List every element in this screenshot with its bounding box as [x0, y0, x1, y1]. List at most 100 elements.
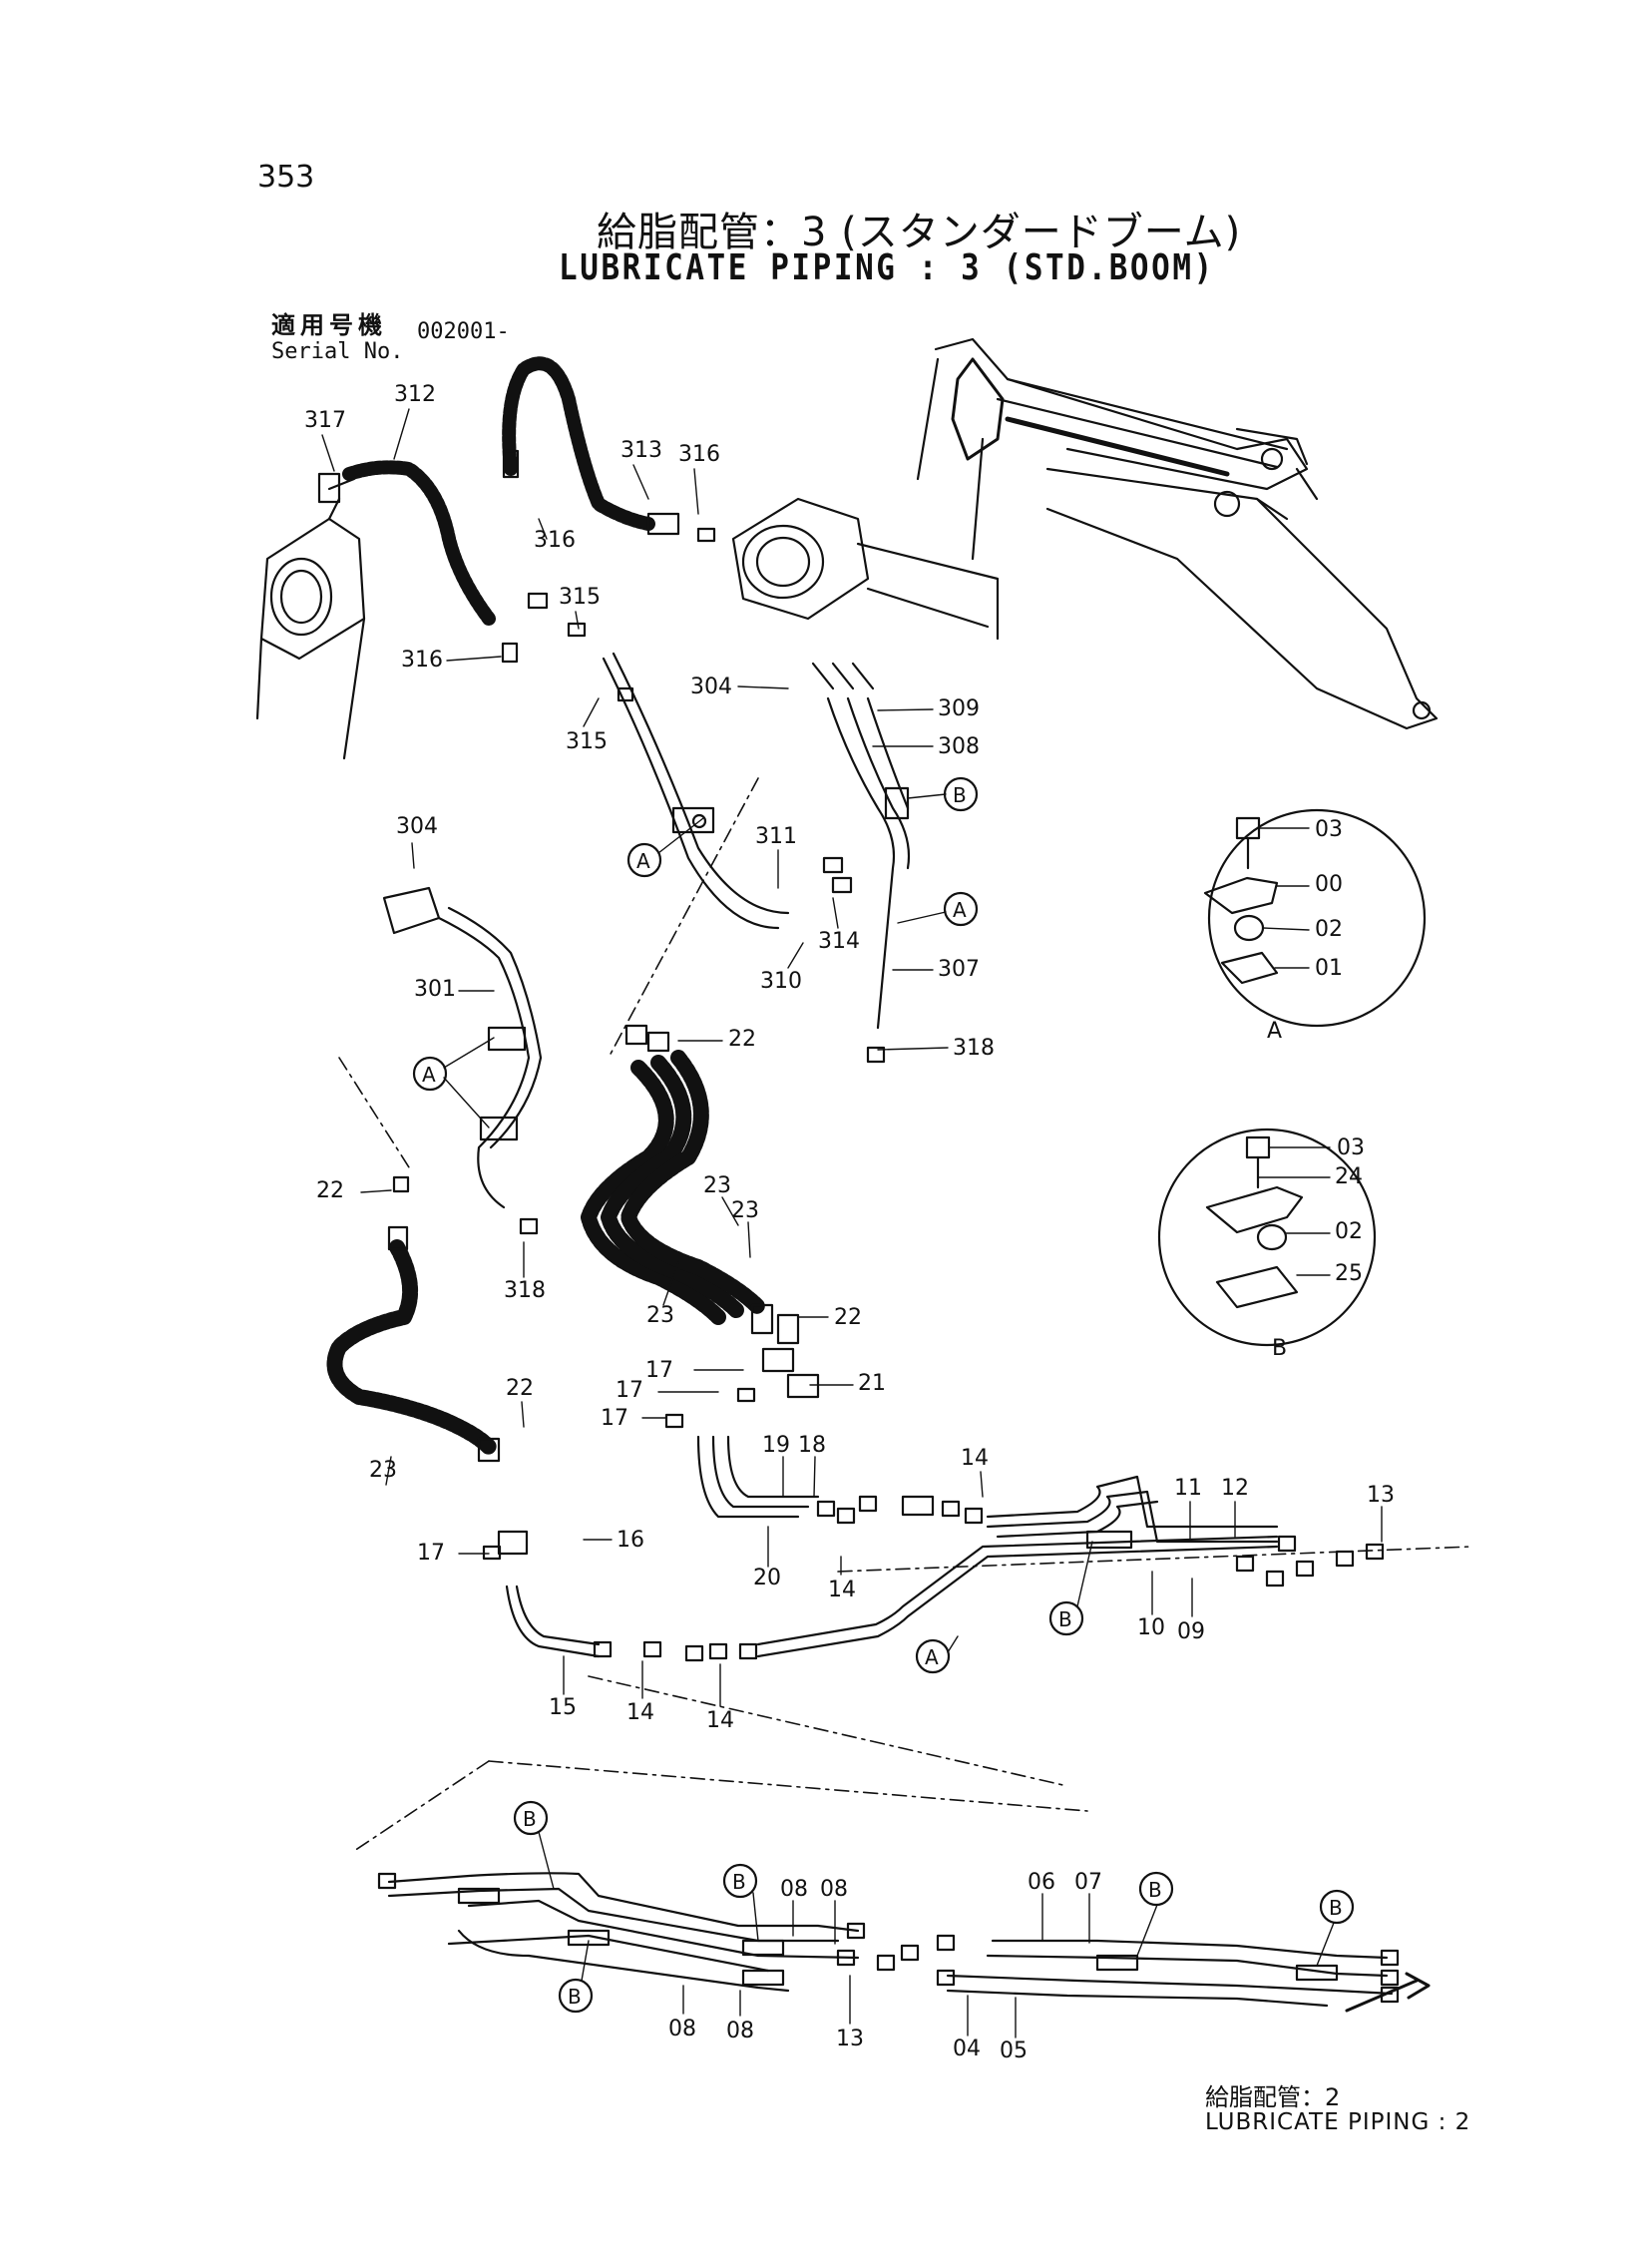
- hose-23-left: [326, 1225, 501, 1463]
- detail-a-label: 03: [1315, 817, 1343, 842]
- part-label: 14: [706, 1708, 734, 1733]
- part-label: 13: [1367, 1483, 1395, 1508]
- part-label: 17: [417, 1541, 445, 1566]
- part-label: 315: [559, 585, 601, 610]
- reference-en: LUBRICATE PIPING : 2: [1205, 2109, 1471, 2135]
- part-label: 23: [731, 1198, 759, 1223]
- dashed-lines: [338, 777, 1472, 1852]
- part-label: 309: [938, 696, 980, 721]
- part-label: 08: [726, 2019, 754, 2043]
- reference-jp: 給脂配管：2: [1205, 2083, 1341, 2111]
- boom-foot-drawing: [255, 497, 366, 760]
- part-label: 316: [534, 528, 576, 553]
- part-label: 17: [616, 1378, 643, 1403]
- part-label: 13: [836, 2027, 864, 2051]
- part-label: 317: [304, 408, 346, 433]
- arm-drawing: [916, 337, 1439, 730]
- part-label: 19: [762, 1433, 790, 1458]
- part-label: 316: [401, 648, 443, 673]
- part-label: 17: [645, 1358, 673, 1383]
- callout-a: A: [626, 842, 662, 878]
- fittings: [377, 527, 1400, 2004]
- part-label: 08: [820, 1877, 848, 1902]
- part-label: 12: [1221, 1476, 1249, 1501]
- part-label: 09: [1177, 1619, 1205, 1644]
- part-label: 05: [1000, 2039, 1028, 2063]
- svg-text:B: B: [568, 1985, 582, 2009]
- callouts: A B A A A B B B B B B: [412, 776, 1355, 2014]
- part-label: 22: [506, 1376, 534, 1401]
- serial-label-en: Serial No.: [271, 339, 404, 364]
- page-title-jp: 給脂配管：3 (スタンダードブーム): [597, 210, 1242, 255]
- part-label: 311: [755, 824, 797, 849]
- serial-label-jp: 適用号機: [271, 311, 387, 339]
- part-label: 14: [961, 1446, 989, 1471]
- part-label: 312: [394, 382, 436, 407]
- part-label: 04: [953, 2037, 981, 2061]
- callout-b: B: [558, 1978, 594, 2014]
- hose-bundle-23: [581, 1050, 766, 1325]
- detail-b-labels: 03 24 02 25 B: [1272, 1135, 1365, 1361]
- callout-b: B: [943, 776, 979, 812]
- page-title-en: LUBRICATE PIPING : 3 (STD.BOOM): [559, 247, 1215, 288]
- part-label: 313: [620, 438, 662, 463]
- callout-b: B: [722, 1863, 758, 1899]
- pipe-15: [505, 1585, 601, 1658]
- svg-text:B: B: [1329, 1896, 1343, 1920]
- callout-b: B: [1138, 1871, 1174, 1907]
- part-label: 318: [504, 1278, 546, 1303]
- part-label: 22: [834, 1305, 862, 1330]
- svg-text:A: A: [953, 898, 967, 922]
- svg-text:B: B: [1148, 1878, 1162, 1902]
- callout-b: B: [1319, 1889, 1355, 1925]
- leader-lines: [321, 408, 1383, 2039]
- part-label: 304: [690, 675, 732, 699]
- part-label: 23: [646, 1303, 674, 1328]
- detail-b-label: 03: [1337, 1135, 1365, 1160]
- detail-a-label: A: [1267, 1019, 1282, 1044]
- svg-text:A: A: [636, 849, 650, 873]
- part-label: 07: [1074, 1870, 1102, 1895]
- part-label: 23: [369, 1458, 397, 1483]
- part-label: 23: [703, 1173, 731, 1198]
- part-label: 304: [396, 814, 438, 839]
- svg-text:A: A: [925, 1645, 939, 1669]
- detail-b-leaders: [1258, 1146, 1331, 1276]
- bottom-pipe-assembly-right: [946, 1939, 1431, 2013]
- part-label: 315: [566, 729, 608, 754]
- detail-b: [1157, 1128, 1377, 1347]
- pipe-long-a: [756, 1535, 1279, 1658]
- detail-a-labels: 03 00 02 01 A: [1267, 817, 1343, 1044]
- page-number: 353: [257, 160, 315, 195]
- bottom-pipe-assembly-left: [387, 1872, 860, 1993]
- callout-a: A: [943, 891, 979, 927]
- svg-text:B: B: [1058, 1607, 1072, 1631]
- detail-a-leaders: [1258, 827, 1310, 969]
- callout-leaders: [443, 793, 1335, 1982]
- part-label: 08: [780, 1877, 808, 1902]
- detail-a-label: 01: [1315, 956, 1343, 981]
- callout-a: A: [915, 1638, 951, 1674]
- part-label: 20: [753, 1566, 781, 1590]
- detail-b-label: 25: [1335, 1261, 1363, 1286]
- pipe-309-308-307: [811, 662, 911, 1030]
- part-labels: 317 312 316 313 316 315 316 315 304 309 …: [304, 382, 1395, 2063]
- pipe-group-right: [986, 1475, 1279, 1550]
- detail-b-label: 24: [1335, 1164, 1363, 1189]
- part-label: 16: [617, 1528, 644, 1553]
- part-label: 10: [1137, 1615, 1165, 1640]
- svg-text:A: A: [422, 1063, 436, 1087]
- part-label: 08: [668, 2017, 696, 2041]
- detail-a-label: 00: [1315, 872, 1343, 897]
- part-label: 17: [601, 1406, 628, 1431]
- part-label: 14: [828, 1578, 856, 1602]
- part-label: 301: [414, 977, 456, 1002]
- part-label: 310: [760, 969, 802, 994]
- callout-b: B: [1048, 1600, 1084, 1636]
- part-label: 318: [953, 1036, 995, 1061]
- hose-312: [317, 460, 496, 626]
- callout-b: B: [513, 1800, 549, 1836]
- part-label: 14: [626, 1700, 654, 1725]
- serial-value: 002001-: [417, 319, 510, 344]
- callout-a: A: [412, 1056, 448, 1092]
